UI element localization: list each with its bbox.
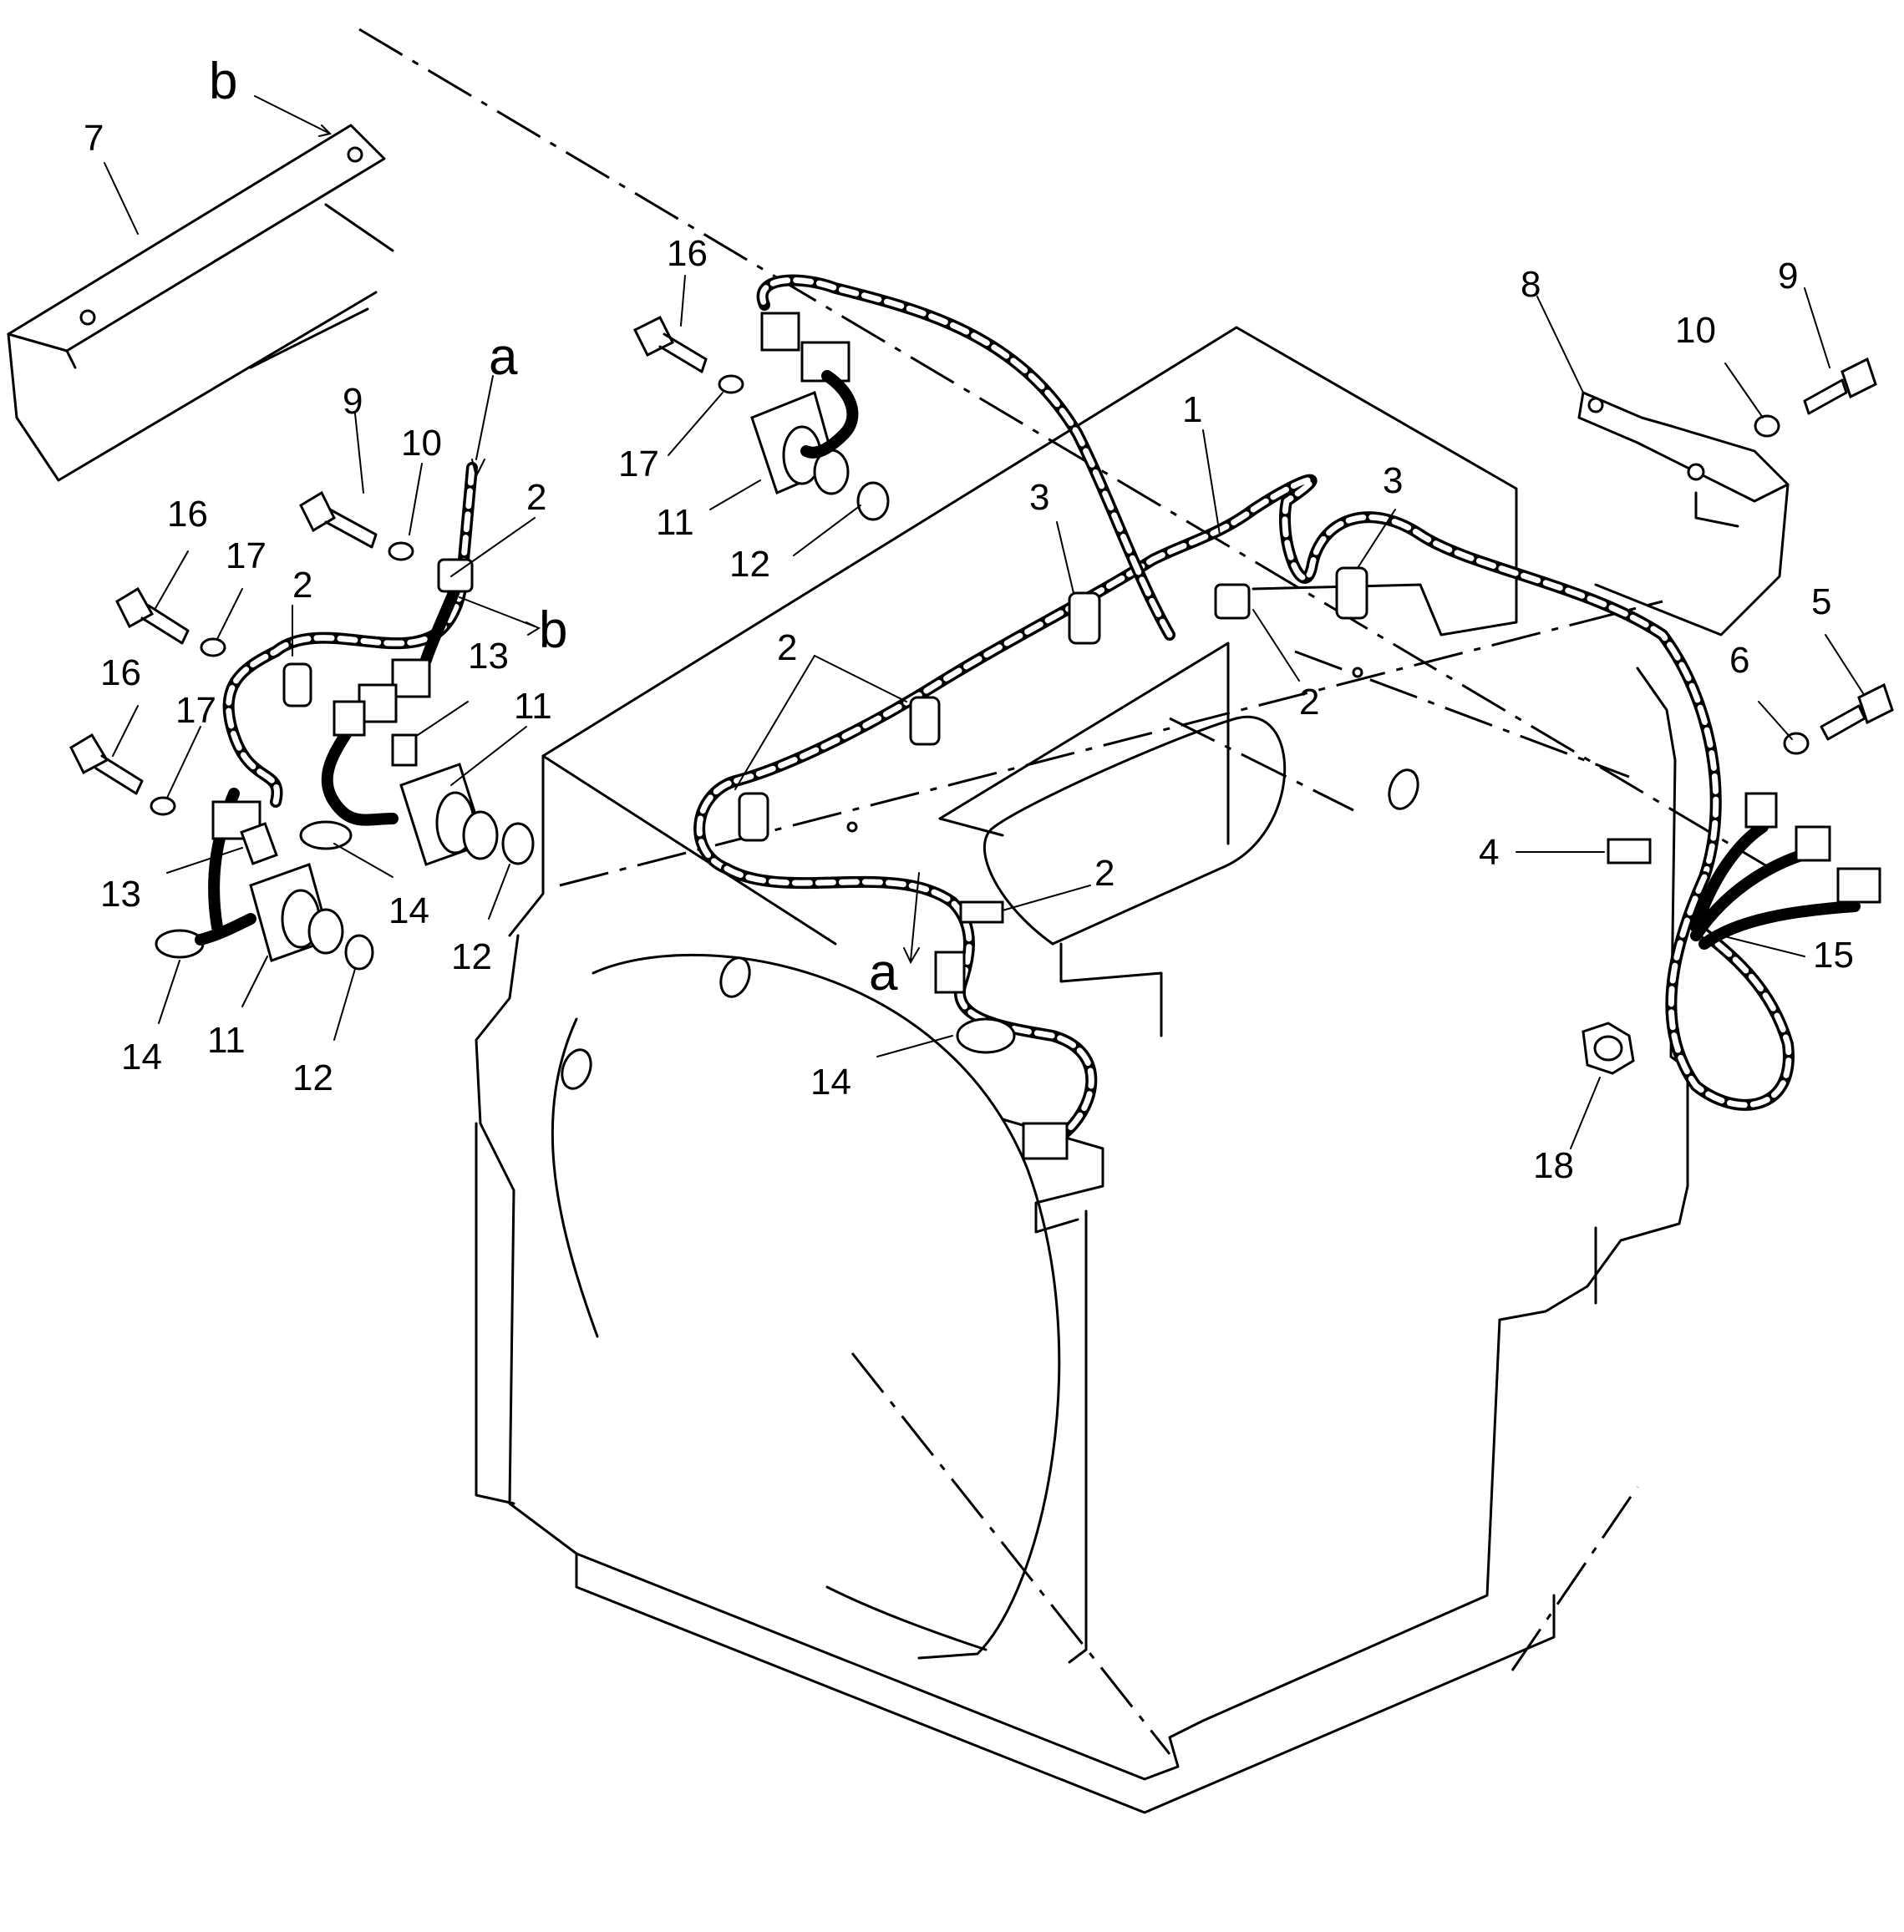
callout-11-a: 11 xyxy=(514,686,552,727)
cover-plate-7 xyxy=(7,124,394,482)
bell-housing-outline xyxy=(592,953,1061,1660)
callout-10-left: 10 xyxy=(401,423,442,464)
callout-16-b: 16 xyxy=(100,652,141,693)
callout-13-b: 13 xyxy=(100,874,141,915)
callout-17-top: 17 xyxy=(618,444,659,484)
callout-1: 1 xyxy=(1182,389,1202,430)
clamp-2-low xyxy=(959,900,1004,924)
callout-14-c: 14 xyxy=(810,1062,851,1103)
callout-13-a: 13 xyxy=(468,636,509,677)
callout-8: 8 xyxy=(1521,264,1541,305)
transmission-housing xyxy=(358,28,1772,1814)
filter-cylinder xyxy=(993,715,1287,946)
connector-center-low xyxy=(1022,1122,1069,1160)
callout-12-top: 12 xyxy=(729,544,770,585)
connector-right-b xyxy=(1795,825,1831,862)
callout-14-a: 14 xyxy=(388,890,429,931)
connector-center xyxy=(934,951,966,994)
callout-2-e: 2 xyxy=(1094,853,1114,894)
ring-terminal-14-center xyxy=(956,1017,1016,1054)
connector-right-a xyxy=(1744,792,1778,829)
callout-3-b: 3 xyxy=(1383,460,1403,501)
callout-a-mid: a xyxy=(869,944,898,1001)
callout-18: 18 xyxy=(1533,1145,1574,1186)
callout-7: 7 xyxy=(84,118,104,159)
callout-17-b: 17 xyxy=(175,690,216,731)
callout-16-top: 16 xyxy=(667,233,708,274)
callout-10-right: 10 xyxy=(1675,310,1716,351)
clamp-3-a xyxy=(1068,591,1101,645)
connector-top-a xyxy=(760,312,800,352)
bracket-8 xyxy=(1577,357,1894,1075)
callout-2-c: 2 xyxy=(777,627,797,668)
leader-lines xyxy=(104,95,1864,1149)
clamp-2-left xyxy=(909,696,941,746)
callout-17-a: 17 xyxy=(226,535,267,576)
callout-2-b: 2 xyxy=(292,565,312,606)
clamp-4 xyxy=(1607,838,1652,865)
solenoid-group-left xyxy=(69,462,535,971)
callout-9-left: 9 xyxy=(343,381,363,422)
main-wire-harness xyxy=(693,274,1881,1160)
connector-right-c xyxy=(1836,867,1881,904)
callout-3-a: 3 xyxy=(1029,477,1049,518)
clamp-3-b xyxy=(1335,566,1368,620)
callout-4: 4 xyxy=(1479,832,1499,873)
callout-a-top: a xyxy=(489,328,518,386)
clamp-2-mid xyxy=(1214,583,1251,620)
callout-9-right: 9 xyxy=(1778,256,1798,297)
callout-labels: b 7 16 17 11 12 a 9 10 2 b 16 17 2 13 11… xyxy=(84,53,1854,1186)
callout-14-b: 14 xyxy=(121,1037,162,1078)
solenoid-group-top xyxy=(632,315,890,521)
callout-15: 15 xyxy=(1813,935,1854,976)
callout-12-a: 12 xyxy=(451,936,492,977)
callout-2-d: 2 xyxy=(1299,682,1319,723)
connector-top-b xyxy=(800,341,850,383)
callout-2-left: 2 xyxy=(526,477,546,518)
callout-5: 5 xyxy=(1811,581,1831,622)
callout-16-a: 16 xyxy=(167,494,208,535)
clamp-2-far-left xyxy=(738,792,769,842)
callout-b-mid: b xyxy=(539,601,567,659)
callout-b-top: b xyxy=(209,53,237,110)
callout-11-top: 11 xyxy=(656,502,694,543)
callout-6: 6 xyxy=(1729,640,1749,681)
callout-12-b: 12 xyxy=(292,1057,333,1098)
callout-11-b: 11 xyxy=(207,1020,246,1061)
